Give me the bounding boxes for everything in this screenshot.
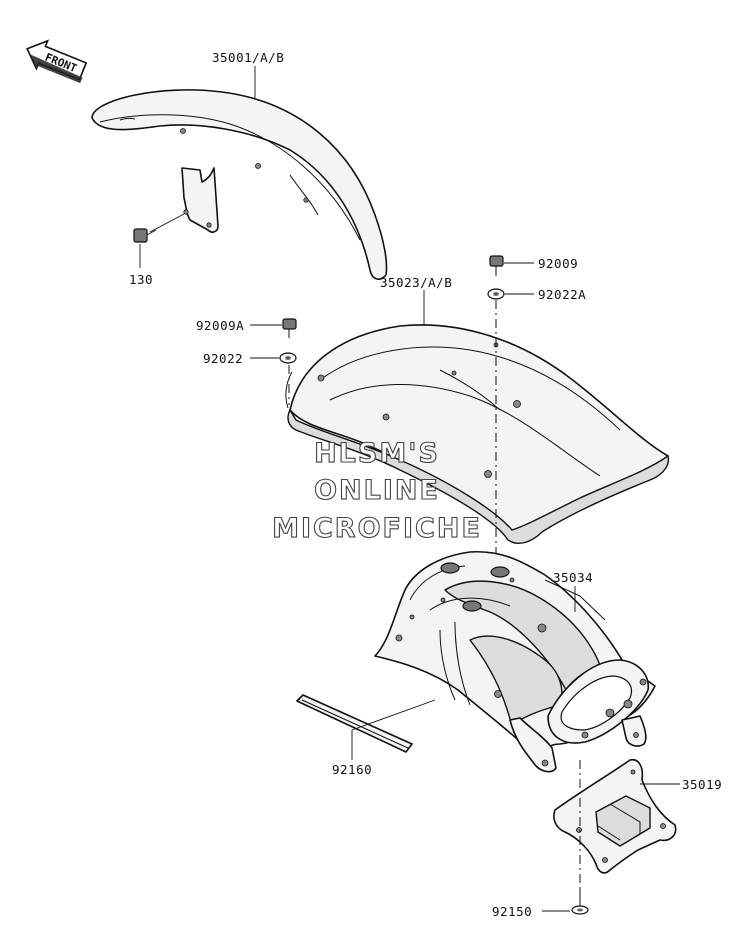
- bolt-92009A: [282, 318, 297, 338]
- washer-92022A: [487, 288, 505, 300]
- watermark-line1: HLSM'S: [314, 438, 440, 469]
- callout-92022: 92022: [203, 351, 243, 366]
- rear-fender: [285, 324, 670, 544]
- callout-35034: 35034: [553, 570, 593, 585]
- watermark: HLSM'S ONLINE MICROFICHE: [272, 437, 482, 544]
- callout-92160: 92160: [332, 762, 372, 777]
- callout-92009A: 92009A: [196, 318, 244, 333]
- callout-92022A: 92022A: [538, 287, 586, 302]
- bolt-92150: [571, 888, 589, 915]
- washer-92022: [279, 352, 297, 364]
- callout-92150: 92150: [492, 904, 532, 919]
- callout-35001: 35001/A/B: [212, 50, 284, 65]
- tape-92160: [296, 694, 413, 753]
- callout-35023: 35023/A/B: [380, 275, 452, 290]
- callout-92009: 92009: [538, 256, 578, 271]
- callout-130: 130: [129, 272, 153, 287]
- front-fender: [91, 89, 388, 280]
- bolt-92009: [489, 255, 504, 276]
- watermark-line2: ONLINE: [314, 475, 440, 506]
- front-arrow-icon: FRONT: [26, 39, 88, 84]
- rear-fender-inner: [374, 550, 656, 773]
- license-bracket: [553, 758, 677, 874]
- watermark-line3: MICROFICHE: [272, 513, 482, 544]
- callout-35019: 35019: [682, 777, 722, 792]
- bolt-130: [133, 213, 185, 243]
